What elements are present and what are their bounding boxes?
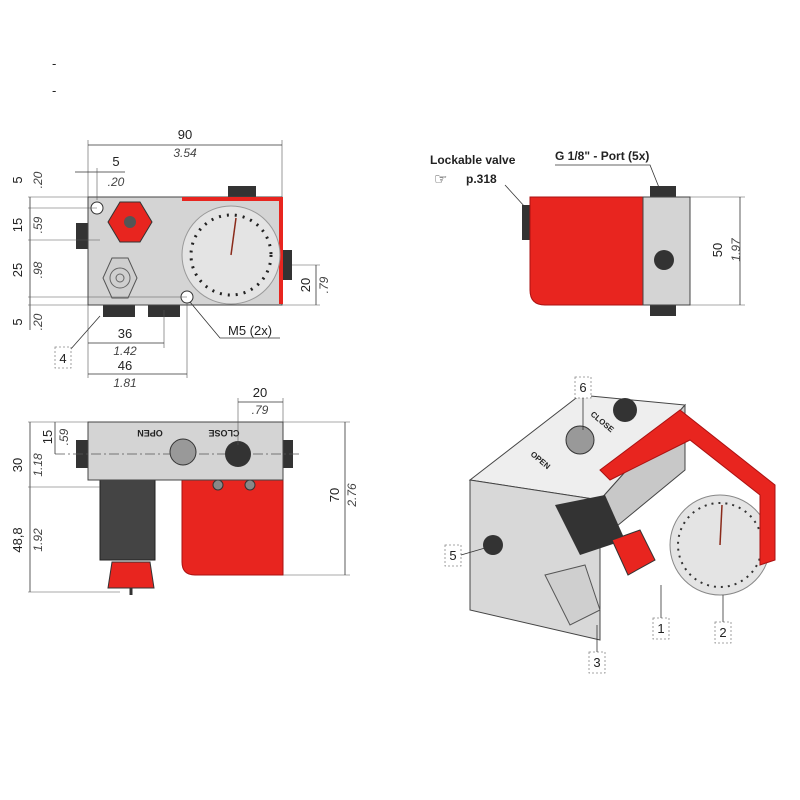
dimension-label: 46 [118,358,132,373]
open-close-knob [169,438,197,466]
drawing-line [283,440,293,468]
dimension-label: 1.18 [31,453,45,477]
dimension-label: 70 [327,488,342,502]
dimension-label: 90 [178,127,192,142]
drawing-line [109,267,131,289]
top-port [228,186,256,198]
dimension-label: 1.81 [113,376,136,390]
bullet-1: - [52,56,56,71]
dimension-label: 36 [118,326,132,341]
bottom-port-1 [103,305,135,317]
drawing-line [460,547,486,556]
dimension-label: 20 [253,385,267,400]
callout-4: 4 [59,351,66,366]
bullet-2: - [52,83,56,98]
left-port [76,223,89,249]
dimension-label: CLOSE [208,428,239,438]
dimension-label: .20 [31,313,45,330]
dimension-label: 6 [579,380,586,395]
dimension-label: 5 [112,154,119,169]
dimension-label: 2.76 [345,483,359,508]
dimension-label: p.318 [466,172,497,186]
drawing-line [483,535,503,555]
drawing-line [719,504,723,546]
drawing-line [124,216,136,228]
drawing-line [654,250,674,270]
drawing-line [565,425,595,455]
dimension-label: G 1/8" - Port (5x) [555,149,649,163]
bottom-view: OPEN CLOSE 20 .79 15 .59 30 1.18 48,8 1.… [10,385,359,595]
dimension-label: 20 [298,278,313,292]
drawing-line [444,544,462,567]
dimension-label: .79 [252,403,269,417]
dimension-label: .20 [31,171,45,188]
gauge-needle [230,217,237,256]
drawing-line [189,301,280,339]
dimension-label: OPEN [137,428,163,438]
dimension-label: 15 [40,430,55,444]
callout-4-box [54,346,72,369]
dimension-label: 2 [719,625,726,640]
drawing-line [69,315,101,351]
dimension-label: 1.92 [31,528,45,552]
side-view: Lockable valve ☞ p.318 G 1/8" - Port (5x… [430,149,745,316]
dimension-label: .79 [317,276,331,293]
dimension-label: .59 [31,216,45,233]
dimension-label: Lockable valve [430,153,516,167]
dimension-label: 1.97 [729,237,743,262]
iso-red-nut [611,529,656,576]
dimension-label: 3.54 [173,146,197,160]
drawing-line [189,213,273,297]
dimension-label: .59 [57,428,71,445]
drawing-line [504,184,526,208]
drawing-line [244,479,256,491]
m5-label: M5 (2x) [228,323,272,338]
front-view: 90 3.54 5 .20 5 .20 15 .59 25 .98 5 .20 … [10,127,331,390]
dimension-label: 50 [710,243,725,257]
drawing-line [650,304,676,316]
drawing-line [613,398,637,422]
red-plate [181,474,284,576]
silver-fitting [102,257,138,299]
iso-view: OPEN CLOSE 6 5 1 2 3 [444,376,776,674]
block-side [642,196,691,306]
drawing-line [212,479,224,491]
dimension-label: .20 [108,175,125,189]
drawing-line [115,273,125,283]
black-fitting [99,479,156,561]
dimension-label: 5 [10,318,25,325]
red-cover [529,196,646,306]
drawing-line [555,164,661,191]
hex-plug [225,441,251,467]
red-bracket [182,197,283,304]
dimension-label: .98 [31,261,45,278]
iso-black-fitting [555,495,625,555]
red-nut [107,561,155,589]
dimension-label: 1 [657,621,664,636]
dimension-label: 3 [593,655,600,670]
dimension-label: 1.42 [113,344,137,358]
iso-red-bracket [599,409,776,566]
dimension-label: 30 [10,458,25,472]
dimension-label: 15 [10,218,25,232]
drawing-line [522,205,532,240]
dimension-label: 5 [10,176,25,183]
hand-pointer-icon: ☞ [434,171,447,188]
iso-quick-coupler [544,564,601,626]
dimension-label: 25 [10,263,25,277]
right-port [282,250,292,280]
dimension-label: 5 [449,548,456,563]
drawing-line [650,186,676,198]
dimension-label: 48,8 [10,527,25,552]
